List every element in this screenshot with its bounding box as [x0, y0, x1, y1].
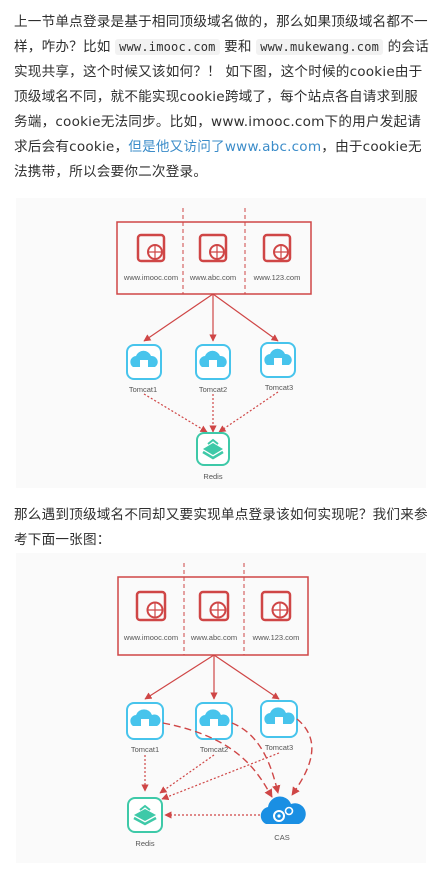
site-label: www.abc.com — [190, 633, 237, 642]
intro-text-and: 要和 — [219, 39, 257, 55]
redis-icon — [127, 797, 163, 833]
site-label: www.123.com — [253, 273, 301, 282]
cloud-server-icon — [260, 700, 298, 738]
server-label: Tomcat3 — [265, 383, 293, 392]
cloud-server-icon — [260, 342, 296, 378]
intro-text: 上一节单点登录是基于相同顶级域名做的，那么如果顶级域名都不一样，咋办？比如 — [14, 14, 428, 55]
intro-text-end: ，由于cookie无法携带，所以会要你二次登录。 — [14, 139, 422, 180]
server-label: Tomcat2 — [200, 745, 228, 754]
globe-icon — [260, 590, 292, 622]
cloud-server-icon — [195, 344, 231, 380]
site-label: www.imooc.com — [123, 273, 178, 282]
redis-label: Redis — [203, 472, 222, 481]
server-label: Tomcat1 — [131, 745, 159, 754]
code-domain-imooc: www.imooc.com — [115, 39, 220, 55]
site-label: www.abc.com — [189, 273, 236, 282]
question-paragraph: 那么遇到顶级域名不同却又要实现单点登录该如何实现呢？我们来参考下面一张图： — [14, 507, 428, 548]
site-label: www.123.com — [252, 633, 300, 642]
cloud-server-icon — [195, 702, 233, 740]
cloud-server-icon — [126, 702, 164, 740]
redis-label: Redis — [135, 839, 154, 848]
code-domain-mukewang: www.mukewang.com — [256, 39, 384, 55]
diagram-no-sso: www.imooc.com www.abc.com www.123.com To… — [0, 198, 442, 488]
globe-icon — [198, 590, 230, 622]
globe-icon — [135, 590, 167, 622]
intro-paragraph: 上一节单点登录是基于相同顶级域名做的，那么如果顶级域名都不一样，咋办？比如 ww… — [14, 10, 430, 185]
cas-cloud-gear-icon — [260, 796, 306, 824]
site-label: www.imooc.com — [123, 633, 178, 642]
intro-text-cont: 的会话实现共享，这个时候又该如何？！ 如下图，这个时候的cookie由于顶级域名… — [14, 39, 429, 155]
server-label: Tomcat2 — [199, 385, 227, 394]
globe-icon — [136, 233, 166, 263]
globe-icon — [198, 233, 228, 263]
highlight-link[interactable]: 但是他又访问了www.abc.com — [128, 139, 322, 155]
redis-icon — [196, 432, 230, 466]
server-label: Tomcat3 — [265, 743, 293, 752]
cloud-server-icon — [126, 344, 162, 380]
server-label: Tomcat1 — [129, 385, 157, 394]
diagram-cas-sso: www.imooc.com www.abc.com www.123.com To… — [0, 553, 442, 863]
cas-label: CAS — [274, 833, 289, 842]
globe-icon — [262, 233, 292, 263]
